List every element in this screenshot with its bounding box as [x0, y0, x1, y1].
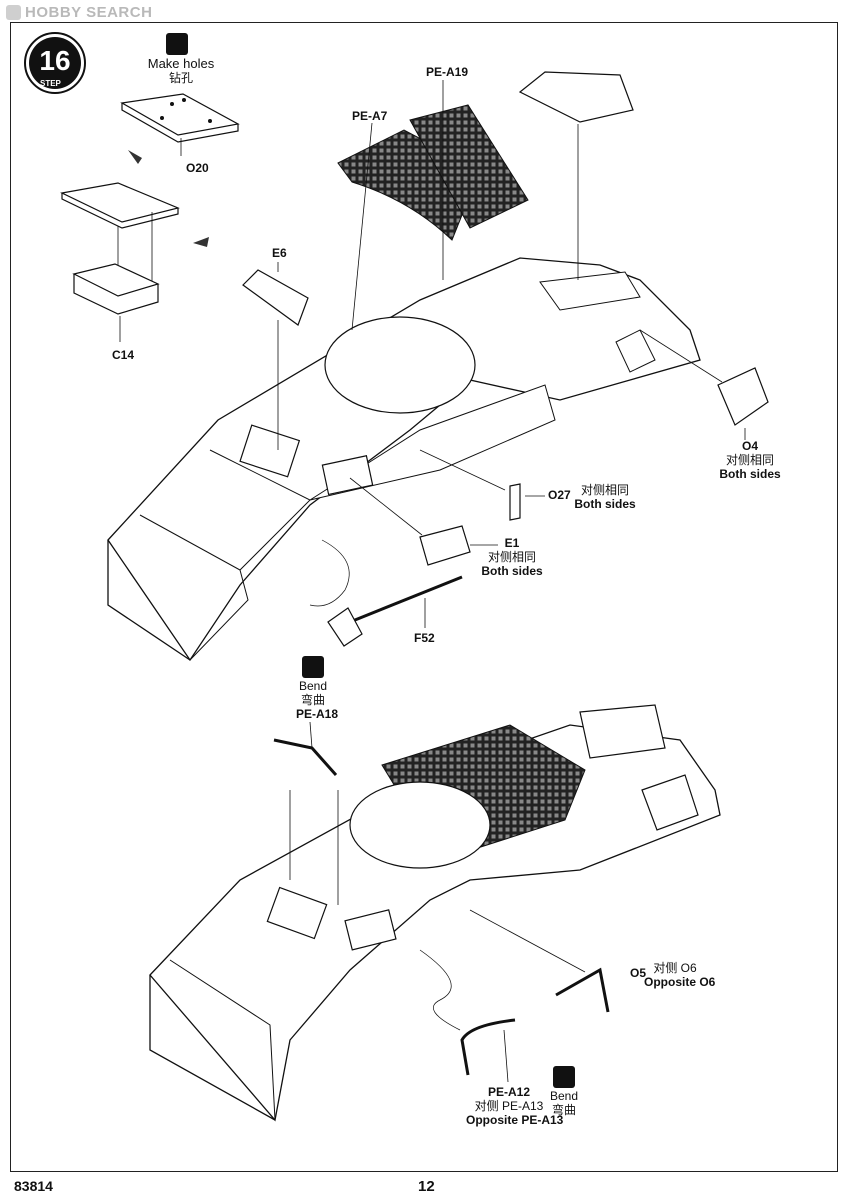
- step-number: 16: [39, 45, 70, 76]
- part-o27-drawing: [419, 449, 545, 521]
- bend-icon: [302, 656, 324, 678]
- bend-bottom-cn: 弯曲: [551, 1102, 576, 1117]
- leader-line: [351, 122, 373, 331]
- hull-top-drawing: [107, 257, 701, 662]
- part-label-pe-a12: PE-A12 对侧 PE-A13 Opposite PE-A13: [466, 1085, 564, 1127]
- leader-line: [503, 1029, 509, 1083]
- watermark-text: HOBBY SEARCH: [25, 4, 153, 21]
- arrow-icon: [128, 150, 142, 164]
- e1-code: E1: [504, 536, 520, 550]
- pe-a19-grid: [409, 104, 529, 229]
- part-label-pe-a19: PE-A19: [426, 65, 469, 79]
- part-label-pe-a18: PE-A18: [296, 707, 339, 721]
- part-o4-drawing: [615, 329, 769, 440]
- o4-en: Both sides: [719, 466, 781, 481]
- o5-cn: 对侧 O6: [653, 961, 697, 975]
- make-holes-en: Make holes: [147, 56, 215, 71]
- watermark: HOBBY SEARCH: [6, 4, 152, 21]
- part-label-pe-a7: PE-A7: [352, 109, 388, 123]
- bend-top-cn: 弯曲: [300, 692, 325, 707]
- part-hatch-assembly: [60, 182, 180, 342]
- part-f52-drawing: [309, 539, 463, 647]
- leader-line: [469, 909, 586, 973]
- make-holes-cn: 钻孔: [168, 70, 193, 85]
- part-o5-drawing: [555, 967, 610, 1013]
- bend-instruction-bottom: Bend 弯曲: [534, 1089, 594, 1118]
- page-number: 12: [418, 1178, 435, 1195]
- o5-note: 对侧 O6 Opposite O6: [644, 961, 716, 990]
- part-label-o4: O4 对侧相同 Both sides: [710, 439, 790, 481]
- bend-instruction-top: Bend 弯曲: [283, 679, 343, 708]
- o5-en: Opposite O6: [644, 974, 716, 989]
- part-label-o5: O5: [630, 966, 647, 980]
- leader-line: [419, 949, 461, 1031]
- e1-cn: 对侧相同: [487, 549, 536, 564]
- step-badge: 16 STEP: [24, 32, 86, 94]
- o27-cn: 对侧相同: [580, 483, 629, 497]
- hull-bottom-drawing: [149, 704, 721, 1122]
- kit-number: 83814: [14, 1178, 53, 1194]
- part-label-o20: O20: [186, 161, 209, 175]
- bend-icon: [553, 1066, 575, 1088]
- bend-bottom-en: Bend: [549, 1089, 579, 1103]
- make-holes-instruction: Make holes 钻孔: [138, 56, 224, 86]
- part-label-e1: E1 对侧相同 Both sides: [478, 536, 546, 578]
- hobbysearch-logo-icon: [6, 5, 21, 20]
- o27-en: Both sides: [574, 496, 636, 511]
- part-label-c14: C14: [112, 348, 135, 362]
- leader-line: [309, 721, 313, 749]
- hatch-box-top-right: [518, 71, 634, 280]
- make-holes-icon: [166, 33, 188, 55]
- step-label: STEP: [40, 79, 62, 88]
- part-e1-drawing: [349, 477, 498, 566]
- part-label-e6: E6: [272, 246, 287, 260]
- o27-note: 对侧相同 Both sides: [574, 483, 636, 512]
- pe-a12-code: PE-A12: [487, 1085, 531, 1099]
- part-label-o27: O27: [548, 488, 571, 502]
- part-label-f52: F52: [414, 631, 435, 645]
- o4-code: O4: [741, 439, 758, 453]
- part-o20-drawing: [120, 93, 240, 156]
- part-e6-drawing: [242, 262, 309, 450]
- part-pe-a12-drawing: [460, 1018, 516, 1076]
- instruction-page-frame: [10, 22, 838, 1172]
- pe-a18-drawing: [273, 738, 338, 776]
- bend-top-en: Bend: [298, 679, 328, 693]
- arrow-icon: [193, 237, 209, 247]
- pe-a12-en: Opposite PE-A13: [466, 1112, 564, 1127]
- o4-cn: 对侧相同: [725, 452, 774, 467]
- pe-a12-cn: 对侧 PE-A13: [474, 1098, 544, 1113]
- e1-en: Both sides: [481, 563, 543, 578]
